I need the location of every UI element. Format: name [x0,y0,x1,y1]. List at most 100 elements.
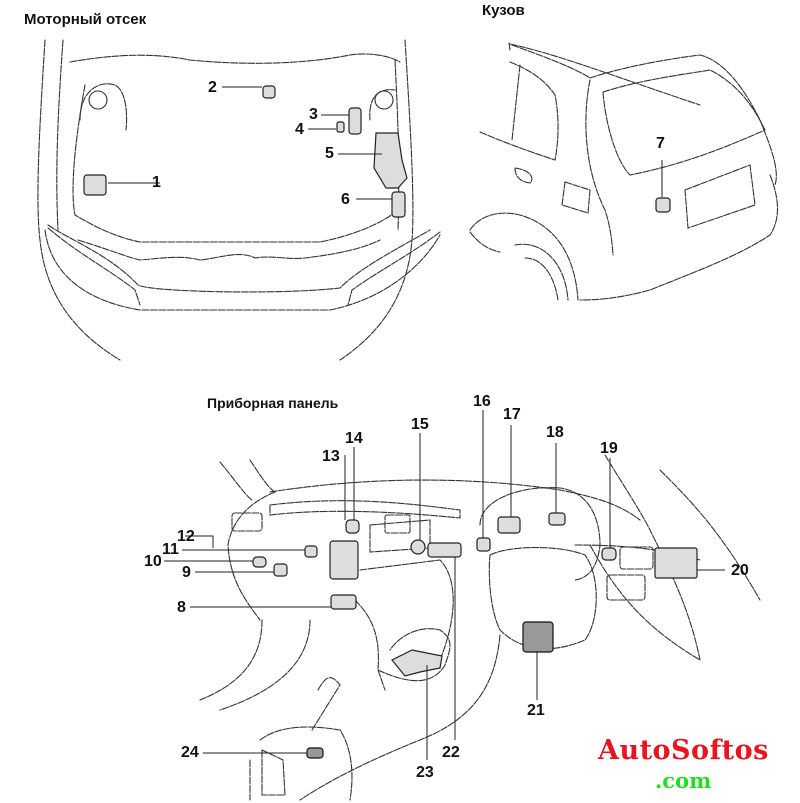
bracket-23 [391,649,443,677]
callout-2: 2 [208,79,217,96]
console-upper [359,559,454,661]
callout-24: 24 [181,744,199,761]
right-panel-2 [606,574,646,601]
door-handle [514,167,533,184]
engine-bay-drawing [37,39,441,361]
section-title-body: Кузов [482,2,525,19]
hood-left-inner [56,39,64,231]
ecu-12 [329,540,359,580]
wheel-inner [524,257,559,301]
shifter-boot [354,599,386,691]
bay-outline [72,84,399,243]
door-frame [511,64,521,141]
relay-11 [304,545,318,558]
relay-16 [476,537,491,552]
console-right [299,634,501,801]
console-box [249,749,286,801]
callout-8: 8 [177,599,186,616]
wheel-arch [469,212,579,301]
hood-left-edge [37,39,121,361]
callout-5: 5 [325,145,334,162]
dash-top [269,479,641,521]
bumper-rear [579,174,778,301]
callout-17: 17 [503,406,521,423]
relay-1 [83,174,107,196]
left-strut [79,83,128,131]
relay-6 [391,191,406,218]
callout-13: 13 [322,448,340,465]
relay-19 [601,547,617,561]
relay-17 [497,516,521,534]
relay-7 [655,197,671,213]
handbrake-lever [311,677,341,731]
callout-22: 22 [442,744,460,761]
callout-10: 10 [144,553,162,570]
callout-1: 1 [152,174,161,191]
car-body-drawing [469,42,778,301]
callout-21: 21 [527,702,545,719]
steering-opening [488,546,597,650]
section-title-engine: Моторный отсек [24,11,147,28]
right-strut-cap [374,90,394,110]
callout-23: 23 [416,764,434,781]
console-mid [377,628,451,682]
license-plate [684,164,756,229]
callout-12: 12 [177,528,195,545]
watermark-logo: AutoSoftos [598,735,769,766]
left-seat-line [199,619,263,701]
callout-14: 14 [345,430,363,447]
relay-15 [410,539,426,555]
dash-right-bottom [589,544,701,661]
switch-24 [306,747,324,759]
callout-18: 18 [546,424,564,441]
relay-block-21 [522,621,554,653]
belt-line [479,131,556,161]
relay-9 [273,563,288,577]
callout-9: 9 [182,564,191,581]
relay-2 [262,85,276,99]
a-pillar-left [219,461,253,501]
callout-7: 7 [656,135,665,152]
callout-4: 4 [295,121,304,138]
windshield-edge [659,469,761,601]
callout-20: 20 [731,562,749,579]
bumper-top [47,224,431,293]
callout-11: 11 [162,541,179,558]
rear-window-frame [589,54,777,186]
relay-10 [252,556,267,568]
sill-line [469,231,501,253]
relay-3 [348,107,362,135]
right-panel-1 [619,546,654,570]
relay-4 [336,121,345,133]
bumper-bottom [44,229,441,311]
callout-3: 3 [309,106,318,123]
firewall [69,53,401,64]
roof-edge [511,44,591,79]
relay-8 [330,594,357,610]
dash-left-edge [227,491,276,621]
callout-15: 15 [411,416,429,433]
fuse-box-5 [373,132,408,189]
fuel-door [561,181,591,214]
a-pillar-left-2 [249,459,276,493]
relay-18 [548,512,566,526]
callout-19: 19 [600,440,618,457]
dashboard-drawing [199,454,761,801]
left-vent [231,512,263,532]
quarter-panel [585,79,614,256]
instrument-cluster [479,487,601,581]
rear-window [602,69,766,176]
a-pillar-right [604,454,701,661]
roof-start [508,42,511,51]
relay-22 [427,542,462,558]
section-title-dashboard: Приборная панель [207,395,339,411]
grille-line [77,239,381,261]
relay-13-14 [345,519,360,534]
watermark-domain: .com [655,768,712,793]
left-seat-line-2 [219,619,311,711]
callout-16: 16 [473,393,491,410]
dash-vent-strip [269,500,461,519]
wheel-outer [514,243,569,301]
junction-block-20 [654,547,698,579]
